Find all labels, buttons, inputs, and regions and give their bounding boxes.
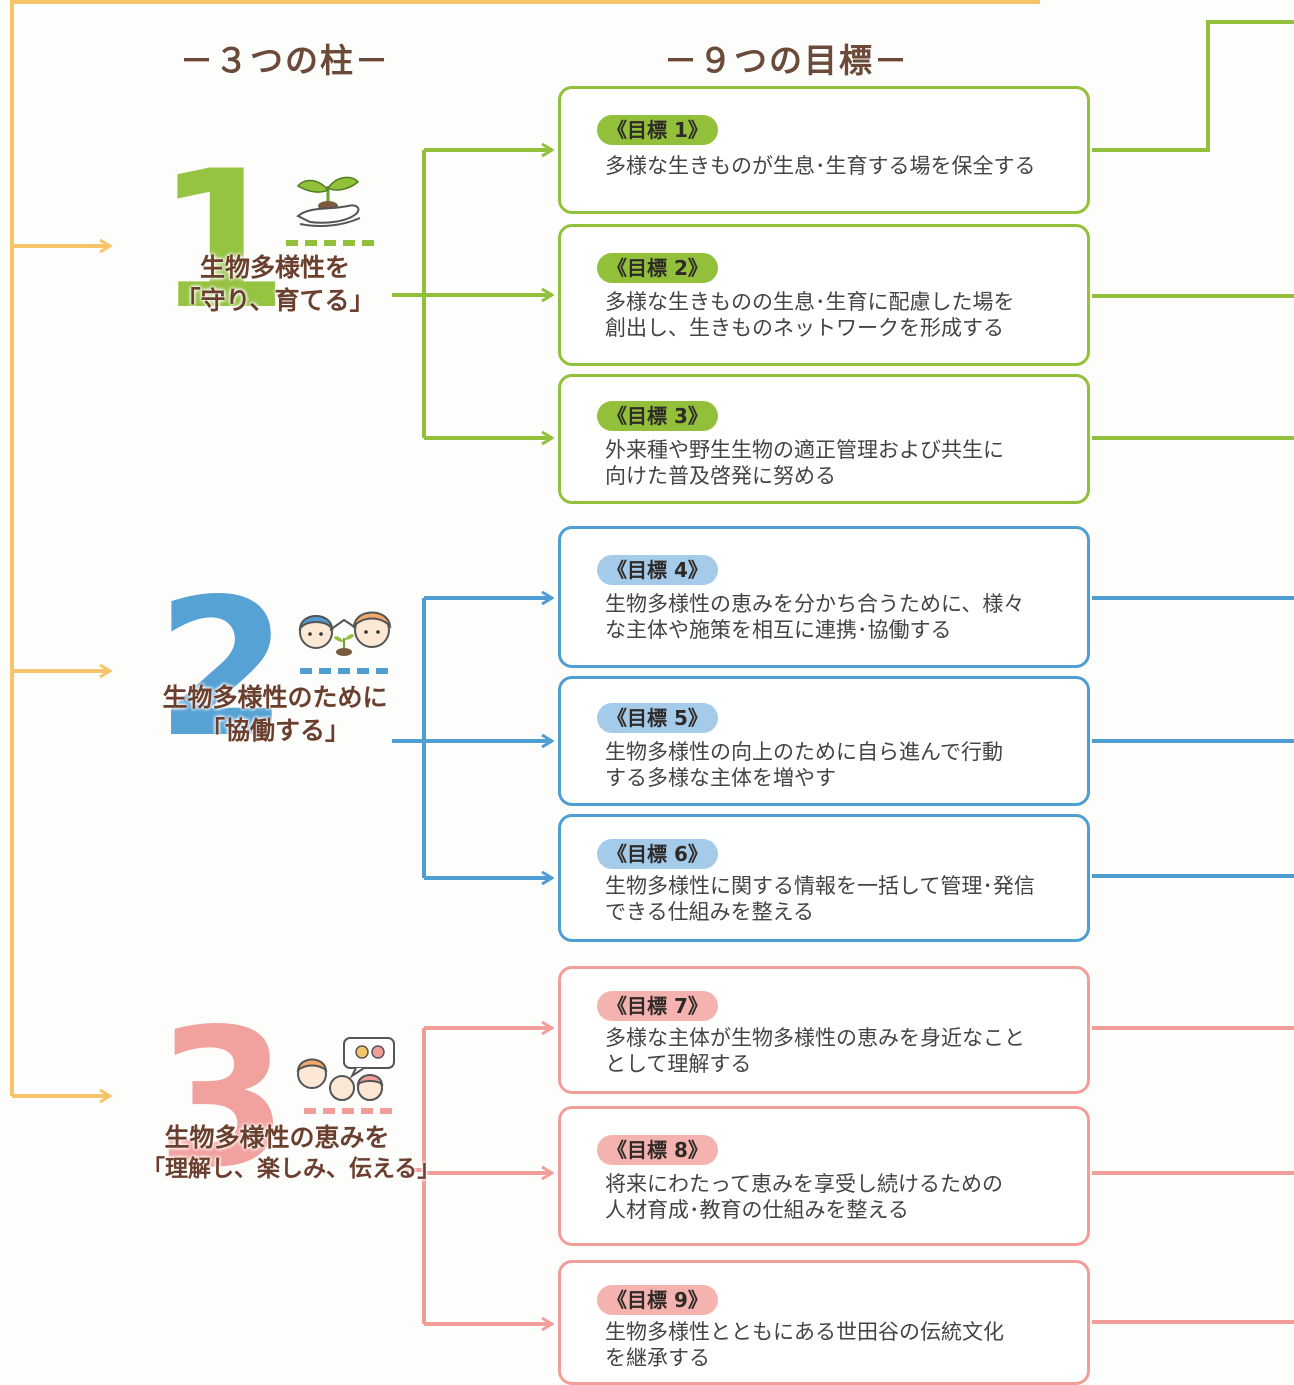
goal-label: 《目標 2》	[597, 253, 718, 283]
goal-box-8: 《目標 8》 将来にわたって恵みを享受し続けるための 人材育成･教育の仕組みを整…	[558, 1106, 1090, 1246]
goal-box-3: 《目標 3》 外来種や野生生物の適正管理および共生に 向けた普及啓発に努める	[558, 374, 1090, 504]
pillar-number: 1	[156, 130, 289, 351]
pillar-3: 3 生物多様性の恵みを 「理解し、楽しみ、伝える」	[140, 1004, 441, 1200]
family-speech-bubble-icon	[290, 1034, 402, 1108]
green-branch	[392, 20, 1294, 438]
pillar-title-line1: 生物多様性を	[199, 253, 350, 282]
pillar-number: 3	[156, 988, 289, 1209]
goal-text: 外来種や野生生物の適正管理および共生に 向けた普及啓発に努める	[605, 438, 1004, 488]
goal-label: 《目標 3》	[597, 401, 718, 431]
goal-label: 《目標 4》	[597, 555, 718, 585]
goal-label: 《目標 7》	[597, 991, 718, 1021]
goal-box-5: 《目標 5》 生物多様性の向上のために自ら進んで行動 する多様な主体を増やす	[558, 676, 1090, 806]
trunk-connector	[10, 0, 1040, 1096]
pillar-number: 2	[156, 558, 289, 779]
pillars-heading: －３つの柱－	[180, 41, 390, 80]
goal-text: 生物多様性の向上のために自ら進んで行動 する多様な主体を増やす	[605, 740, 1003, 790]
pillar-title: 生物多様性の恵みを 「理解し、楽しみ、伝える」	[142, 1122, 441, 1184]
goal-text: 生物多様性とともにある世田谷の伝統文化 を継承する	[605, 1320, 1004, 1370]
goal-box-7: 《目標 7》 多様な主体が生物多様性の恵みを身近なこと として理解する	[558, 966, 1090, 1094]
goal-box-9: 《目標 9》 生物多様性とともにある世田谷の伝統文化 を継承する	[558, 1260, 1090, 1385]
pillar-title: 生物多様性を 「守り、育てる」	[150, 252, 400, 317]
goal-label: 《目標 9》	[597, 1285, 718, 1315]
seedling-hand-icon	[290, 172, 370, 238]
goal-text: 多様な主体が生物多様性の恵みを身近なこと として理解する	[605, 1026, 1025, 1076]
goal-box-1: 《目標 1》 多様な生きものが生息･生育する場を保全する	[558, 86, 1090, 214]
goal-label: 《目標 6》	[597, 839, 718, 869]
people-collaboration-icon	[290, 602, 400, 668]
goals-heading: －９つの目標－	[664, 41, 909, 80]
pillar-title-line2: 「理解し、楽しみ、伝える」	[142, 1155, 441, 1182]
pillar-2: 2 生物多様性のために 「協働する」	[140, 574, 410, 770]
dotted-divider	[304, 1108, 392, 1114]
dotted-divider	[286, 240, 374, 246]
goal-box-6: 《目標 6》 生物多様性に関する情報を一括して管理･発信 できる仕組みを整える	[558, 814, 1090, 942]
dotted-divider	[300, 668, 388, 674]
goal-label: 《目標 5》	[597, 703, 718, 733]
pillar-title-line1: 生物多様性の恵みを	[164, 1123, 390, 1152]
goal-text: 将来にわたって恵みを享受し続けるための 人材育成･教育の仕組みを整える	[605, 1172, 1003, 1222]
goal-text: 生物多様性の恵みを分かち合うために、様々 な主体や施策を相互に連携･協働する	[605, 592, 1025, 642]
goal-label: 《目標 1》	[597, 115, 718, 145]
goal-text: 多様な生きものの生息･生育に配慮した場を 創出し、生きものネットワークを形成する	[605, 290, 1015, 340]
goal-box-2: 《目標 2》 多様な生きものの生息･生育に配慮した場を 創出し、生きものネットワ…	[558, 224, 1090, 366]
pillar-title-line1: 生物多様性のために	[162, 683, 388, 712]
goal-text: 生物多様性に関する情報を一括して管理･発信 できる仕組みを整える	[605, 874, 1035, 924]
pillar-1: 1 生物多様性を 「守り、育てる」	[140, 146, 410, 340]
goal-text: 多様な生きものが生息･生育する場を保全する	[605, 154, 1036, 178]
blue-branch	[392, 598, 1294, 878]
goal-label: 《目標 8》	[597, 1135, 718, 1165]
goal-box-4: 《目標 4》 生物多様性の恵みを分かち合うために、様々 な主体や施策を相互に連携…	[558, 526, 1090, 668]
pillar-title-line2: 「守り、育てる」	[175, 285, 375, 315]
pillar-title: 生物多様性のために 「協働する」	[140, 682, 410, 747]
pillar-title-line2: 「協働する」	[199, 715, 350, 745]
pink-branch	[402, 1028, 1294, 1324]
